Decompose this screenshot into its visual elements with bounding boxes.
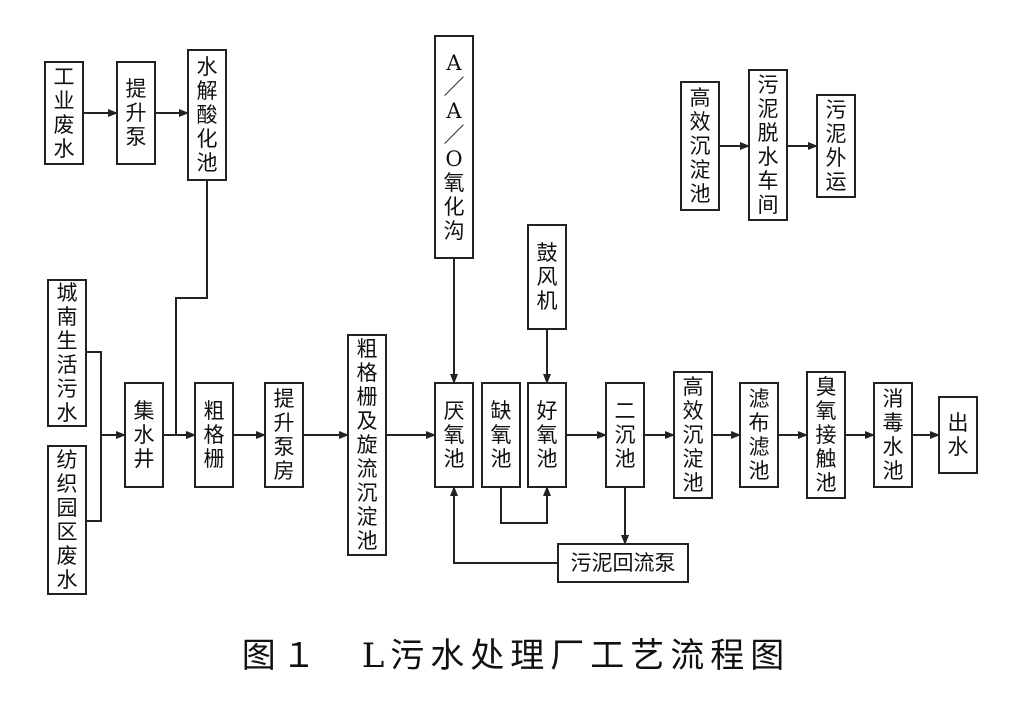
node-label: 粗格栅及旋流沉淀池 xyxy=(357,337,378,553)
flow-connectors xyxy=(83,109,940,564)
node-box xyxy=(873,382,913,488)
node-lift-pump-1: 提升泵 xyxy=(116,61,156,165)
node-box xyxy=(264,382,304,488)
node-high-eff-sed-2: 高效沉淀池 xyxy=(680,81,720,211)
node-anaerobic-tank: 厌氧池 xyxy=(434,382,474,488)
node-cloth-filter: 滤布滤池 xyxy=(739,382,779,488)
figure-caption: 图１ L污水处理厂工艺流程图 xyxy=(241,636,791,676)
node-aerobic-tank: 好氧池 xyxy=(527,382,567,488)
node-box xyxy=(938,396,978,474)
node-box xyxy=(434,35,474,259)
node-ozone-contact: 臭氧接触池 xyxy=(806,371,846,499)
node-fine-screen-grit: 粗格栅及旋流沉淀池 xyxy=(347,334,387,556)
node-chengnan-sewage: 城南生活污水 xyxy=(47,279,87,427)
node-box xyxy=(481,382,521,488)
node-effluent: 出水 xyxy=(938,396,978,474)
node-label: 城南生活污水 xyxy=(57,281,78,425)
node-label: 纺织园区废水 xyxy=(57,448,78,592)
node-label: 高效沉淀池 xyxy=(690,86,711,206)
node-coarse-screen: 粗格栅 xyxy=(194,382,234,488)
flow-arrow xyxy=(500,486,551,524)
node-box xyxy=(347,334,387,556)
node-label: 高效沉淀池 xyxy=(683,375,704,495)
node-label: 提升泵房 xyxy=(274,387,295,483)
node-hydrolysis-tank: 水解酸化池 xyxy=(187,49,227,181)
node-box xyxy=(806,371,846,499)
node-label: 滤布滤池 xyxy=(749,387,770,483)
flow-arrow xyxy=(450,486,558,564)
node-label: 消毒水池 xyxy=(883,387,904,483)
node-box xyxy=(739,382,779,488)
node-label: 污泥脱水车间 xyxy=(758,73,779,217)
node-label: 提升泵 xyxy=(126,77,147,149)
node-box xyxy=(187,49,227,181)
node-label: 水解酸化池 xyxy=(197,55,218,175)
node-lift-pump-house: 提升泵房 xyxy=(264,382,304,488)
node-label: 鼓风机 xyxy=(537,241,558,313)
node-high-eff-sed-1: 高效沉淀池 xyxy=(673,371,713,499)
node-label: 粗格栅 xyxy=(204,399,225,471)
node-box xyxy=(748,69,788,221)
node-box xyxy=(816,94,856,198)
node-label: 臭氧接触池 xyxy=(816,375,837,495)
node-sludge-transport: 污泥外运 xyxy=(816,94,856,198)
node-box xyxy=(557,543,689,583)
node-anoxic-tank: 缺氧池 xyxy=(481,382,521,488)
node-sludge-dewatering: 污泥脱水车间 xyxy=(748,69,788,221)
node-box xyxy=(434,382,474,488)
node-label: 好氧池 xyxy=(537,399,558,471)
node-box xyxy=(605,382,645,488)
node-box xyxy=(527,224,567,330)
node-label: 二沉池 xyxy=(615,399,636,471)
node-box xyxy=(673,371,713,499)
node-label: 工业废水 xyxy=(54,65,75,161)
node-label: 污泥回流泵 xyxy=(571,551,676,575)
node-label: 集水井 xyxy=(134,399,155,471)
node-sludge-return-pump: 污泥回流泵 xyxy=(557,543,689,583)
node-label: 污泥外运 xyxy=(826,98,847,194)
node-label: 缺氧池 xyxy=(491,399,512,471)
node-box xyxy=(527,382,567,488)
node-box xyxy=(116,61,156,165)
node-industrial-wastewater: 工业废水 xyxy=(44,61,84,165)
node-label: 厌氧池 xyxy=(444,399,465,471)
node-box xyxy=(124,382,164,488)
node-blower: 鼓风机 xyxy=(527,224,567,330)
node-box xyxy=(194,382,234,488)
node-textile-wastewater: 纺织园区废水 xyxy=(47,445,87,595)
node-box xyxy=(680,81,720,211)
node-box xyxy=(47,445,87,595)
flow-arrow xyxy=(86,351,102,522)
node-collection-well: 集水井 xyxy=(124,382,164,488)
node-box xyxy=(44,61,84,165)
node-secondary-clarifier: 二沉池 xyxy=(605,382,645,488)
node-label: 出水 xyxy=(948,411,969,459)
node-box xyxy=(47,279,87,427)
node-disinfection-tank: 消毒水池 xyxy=(873,382,913,488)
